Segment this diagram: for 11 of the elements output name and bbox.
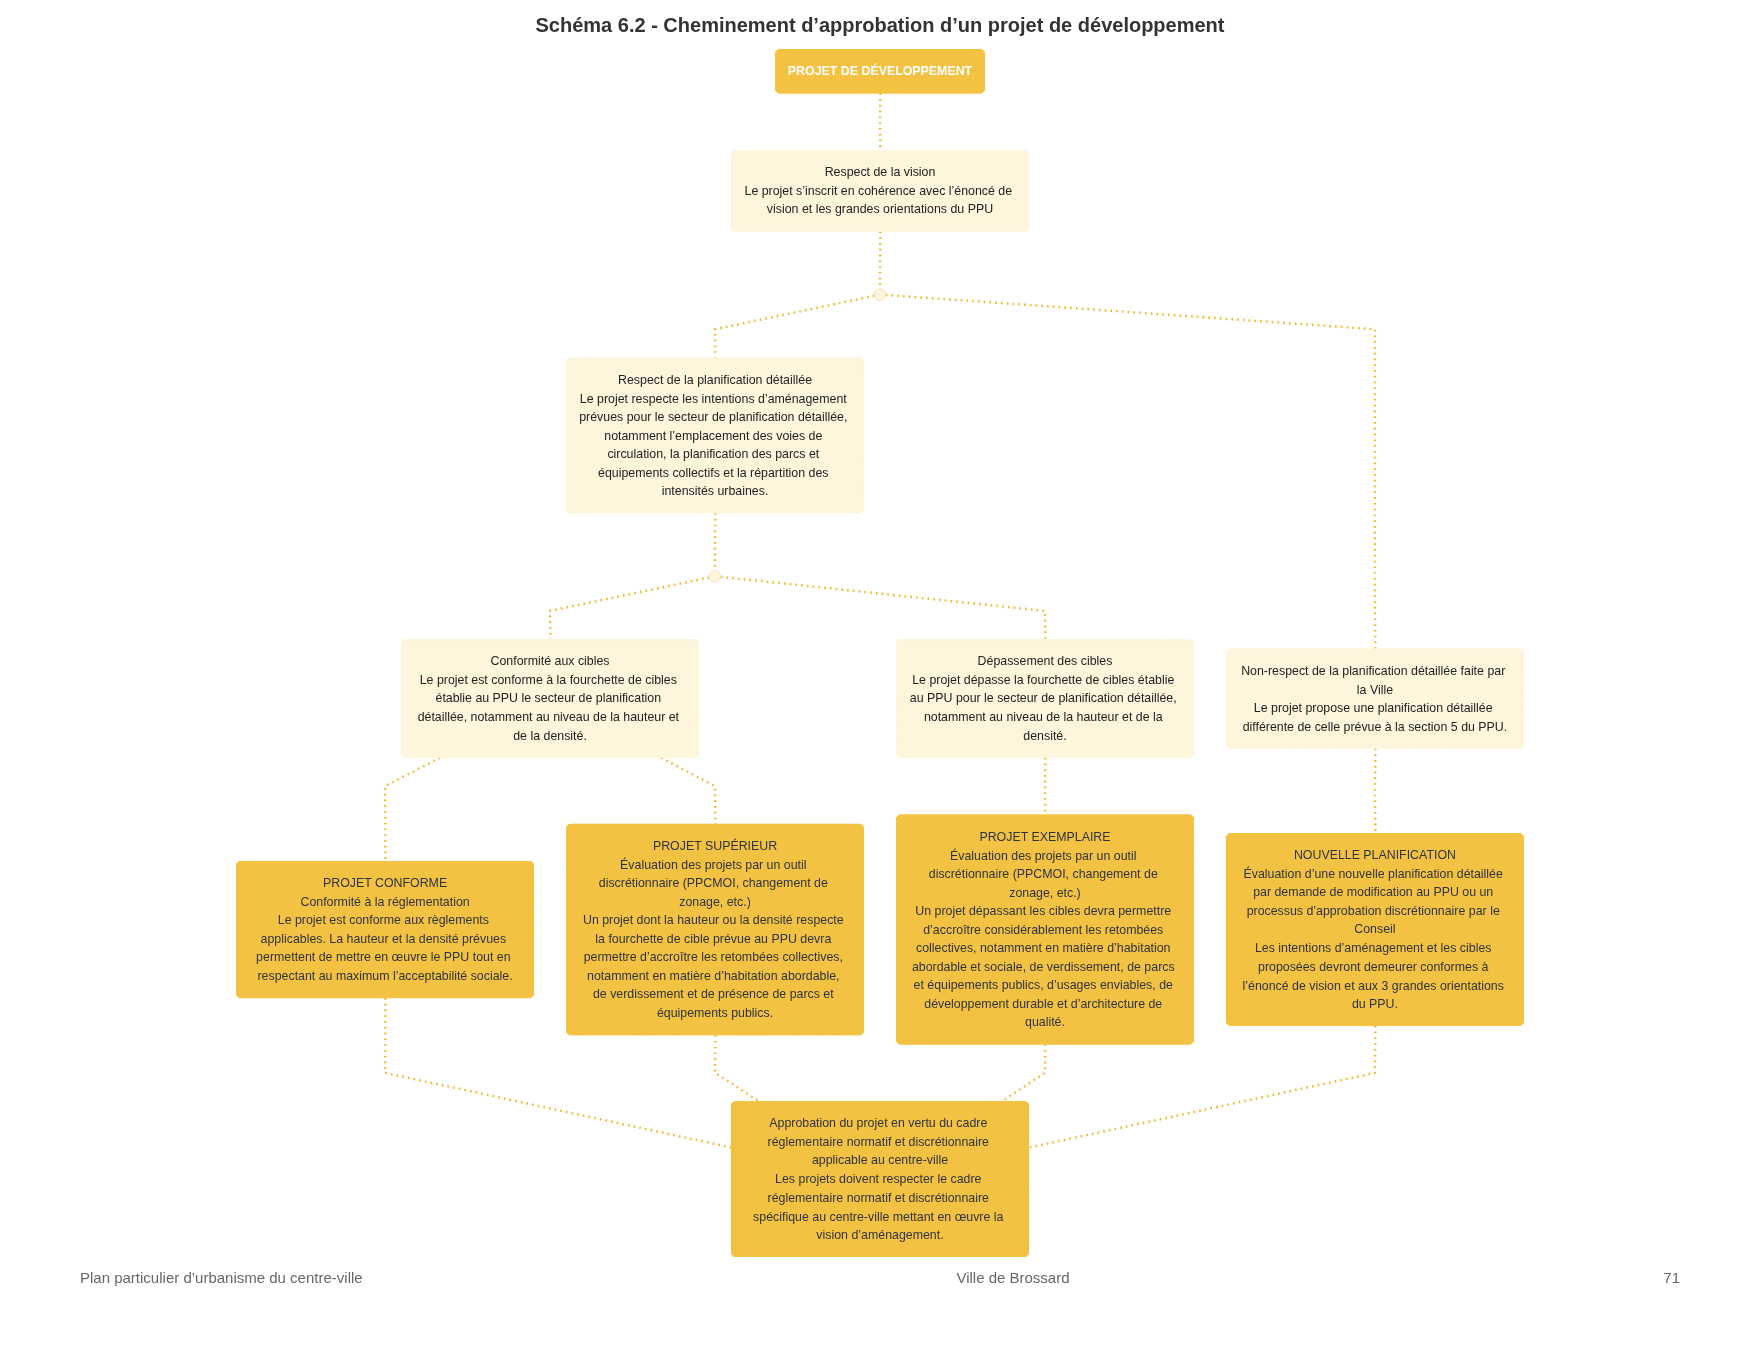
node-circle bbox=[873, 288, 887, 301]
node-circle bbox=[708, 570, 722, 583]
connector bbox=[383, 756, 441, 862]
diagram-title: Schéma 6.2 - Cheminement d’approbation d’un projet de développement bbox=[534, 14, 1226, 37]
connector bbox=[720, 575, 1047, 641]
page-number: 71 bbox=[1663, 1269, 1680, 1286]
footer-text: Ville de Brossard bbox=[956, 1269, 1070, 1286]
connector bbox=[885, 293, 1377, 650]
connector bbox=[1028, 1025, 1377, 1149]
connector bbox=[383, 998, 733, 1149]
footer-text: Plan particulier d’urbanisme du centre-ville bbox=[80, 1269, 363, 1286]
